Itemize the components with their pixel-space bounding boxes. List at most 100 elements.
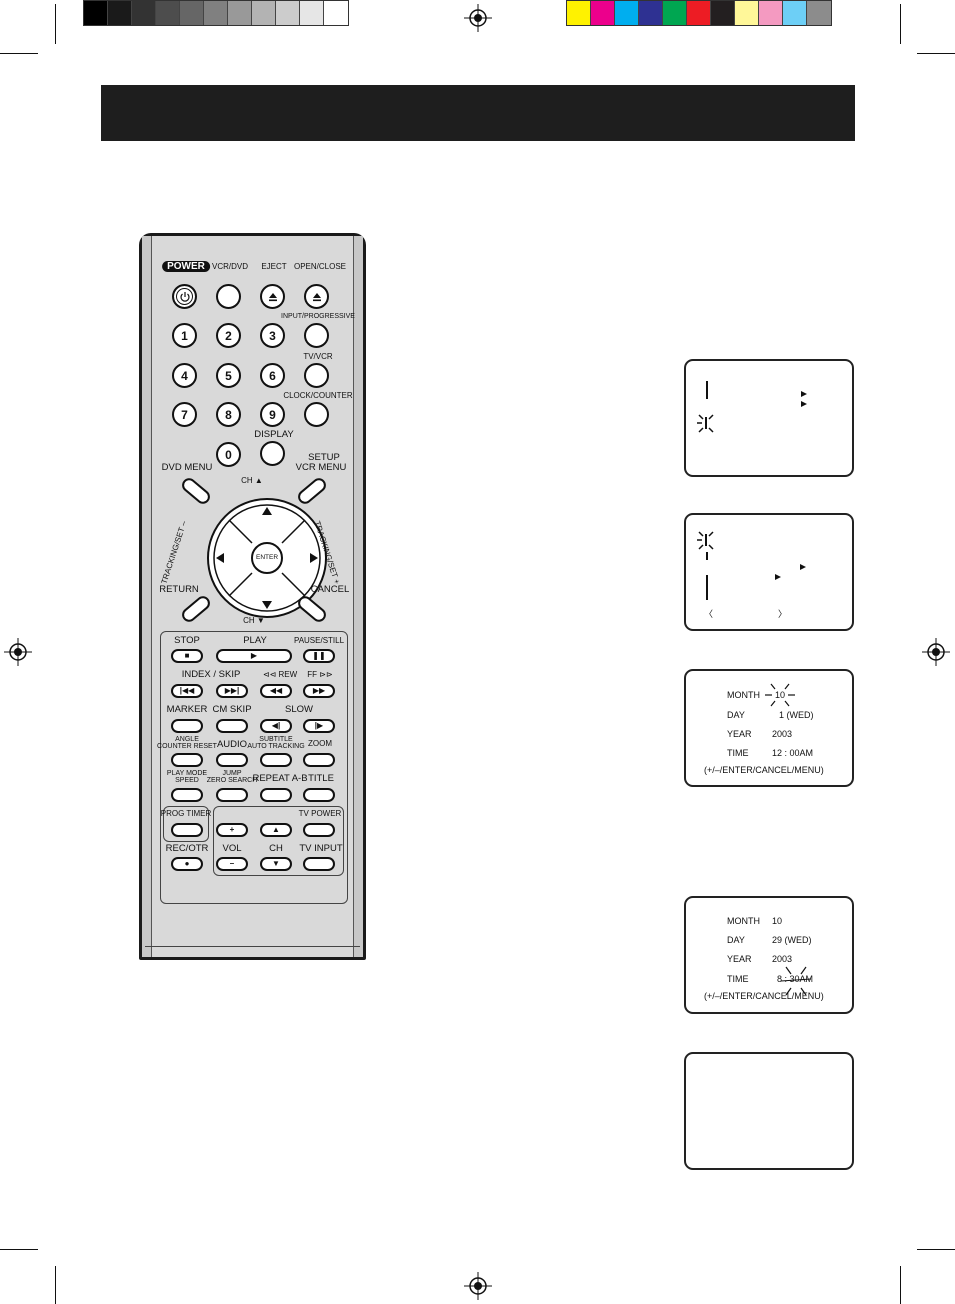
display-label: DISPLAY [254, 429, 294, 440]
tv-input-button[interactable] [303, 857, 335, 871]
dvd-menu-label: DVD MENU [161, 462, 213, 473]
grayscale-color-bar [83, 0, 349, 26]
play-button[interactable]: ▶ [216, 649, 292, 663]
arrow-right-icon [310, 553, 318, 563]
title-button[interactable] [303, 788, 335, 802]
play-mode-speed-button[interactable] [171, 788, 203, 802]
jump-label: JUMP [222, 770, 242, 777]
prog-timer-button[interactable] [171, 823, 203, 837]
cm-skip-button[interactable] [216, 719, 248, 733]
tv-screen-5 [684, 1052, 854, 1170]
power-button[interactable] [172, 284, 197, 309]
skip-back-button[interactable]: |◀◀ [171, 684, 203, 698]
skip-forward-button[interactable]: ▶▶| [216, 684, 248, 698]
auto-tracking-label: AUTO TRACKING [247, 743, 305, 750]
stop-button[interactable]: ■ [171, 649, 203, 663]
remote-bottom-line [145, 946, 360, 947]
month-label: MONTH [727, 916, 760, 926]
cursor-bar [706, 575, 708, 600]
ch-down-button[interactable]: ▼ [260, 857, 292, 871]
digit-4-button[interactable]: 4 [172, 363, 197, 388]
clock-counter-button[interactable] [304, 402, 329, 427]
digit-1-button[interactable]: 1 [172, 323, 197, 348]
tracking-minus-label: TRACKING/SET – [159, 519, 189, 586]
color-swatch [759, 1, 783, 25]
digit-2-button[interactable]: 2 [216, 323, 241, 348]
digit-7-button[interactable]: 7 [172, 402, 197, 427]
display-button[interactable] [260, 441, 285, 466]
play-mode-label: PLAY MODE [166, 770, 208, 777]
day-value: 1 (WED) [779, 710, 814, 720]
subtitle-label: SUBTITLE [259, 736, 293, 743]
slow-forward-button[interactable]: |▶ [303, 719, 335, 733]
digit-3-button[interactable]: 3 [260, 323, 285, 348]
vol-up-button[interactable]: + [216, 823, 248, 837]
vcr-dvd-button[interactable] [216, 284, 241, 309]
month-value: 10 [772, 916, 783, 926]
slow-reverse-button[interactable]: ◀| [260, 719, 292, 733]
color-swatch [180, 1, 204, 25]
vol-down-button[interactable]: – [216, 857, 248, 871]
repeat-ab-button[interactable] [260, 788, 292, 802]
time-label: TIME [727, 748, 749, 758]
prog-timer-section [163, 806, 209, 842]
eject-button[interactable] [260, 284, 285, 309]
repeat-ab-label: REPEAT A-B [252, 773, 308, 784]
fast-forward-button[interactable]: ▶▶ [303, 684, 335, 698]
pause-still-button[interactable]: ❚❚ [303, 649, 335, 663]
tv-power-button[interactable] [303, 823, 335, 837]
stop-label: STOP [174, 635, 200, 646]
day-value: 29 (WED) [772, 935, 812, 945]
rewind-icon: ◀◀ [269, 686, 283, 695]
open-close-button[interactable] [304, 284, 329, 309]
arrow-left-icon [216, 553, 224, 563]
cm-skip-label: CM SKIP [212, 704, 252, 715]
rew-label-text: REW [278, 670, 298, 679]
slow-forward-icon: |▶ [314, 721, 324, 730]
key-hint: (+/–/ENTER/CANCEL/MENU) [704, 765, 824, 775]
registration-mark-icon [464, 4, 492, 32]
zoom-button[interactable] [303, 753, 335, 767]
speed-label: SPEED [175, 777, 199, 784]
slow-label: SLOW [285, 704, 313, 715]
year-value: 2003 [772, 729, 793, 739]
digit-8-button[interactable]: 8 [216, 402, 241, 427]
open-close-label: OPEN/CLOSE [293, 262, 347, 271]
tv-vcr-label: TV/VCR [303, 352, 333, 361]
color-swatch [228, 1, 252, 25]
prog-timer-label: PROG TIMER [160, 809, 212, 818]
year-label: YEAR [727, 729, 752, 739]
color-swatch [252, 1, 276, 25]
zero-search-label: ZERO SEARCH [206, 777, 258, 784]
vcr-dvd-label: VCR/DVD [211, 262, 249, 271]
audio-button[interactable] [216, 753, 248, 767]
ch-up-button[interactable]: ▲ [260, 823, 292, 837]
rew-label: ⊲⊲ REW [262, 670, 298, 679]
jump-zero-search-button[interactable] [216, 788, 248, 802]
angle-counter-reset-button[interactable] [171, 753, 203, 767]
remote-face: POWER VCR/DVD EJECT OPEN/CLOSE 1 2 3 INP… [154, 236, 355, 957]
power-label: POWER [162, 261, 210, 272]
rewind-button[interactable]: ◀◀ [260, 684, 292, 698]
arrow-right-icon [801, 391, 807, 397]
color-swatch [84, 1, 108, 25]
tv-screen-2: 〈 〉 [684, 513, 854, 631]
marker-button[interactable] [171, 719, 203, 733]
color-swatch [783, 1, 807, 25]
tv-power-label: TV POWER [298, 809, 342, 818]
input-progressive-button[interactable] [304, 323, 329, 348]
year-value: 2003 [772, 954, 793, 964]
skip-forward-icon: ▶▶| [224, 686, 240, 695]
rec-otr-button[interactable]: ● [171, 857, 203, 871]
digit-9-button[interactable]: 9 [260, 402, 285, 427]
crop-mark [55, 4, 56, 44]
digit-6-button[interactable]: 6 [260, 363, 285, 388]
marker-label: MARKER [166, 704, 208, 715]
digit-0-button[interactable]: 0 [216, 442, 241, 467]
tv-vcr-button[interactable] [304, 363, 329, 388]
subtitle-auto-tracking-button[interactable] [260, 753, 292, 767]
day-label: DAY [727, 710, 745, 720]
enter-button[interactable]: ENTER [255, 554, 279, 561]
time-label: TIME [727, 974, 749, 984]
digit-5-button[interactable]: 5 [216, 363, 241, 388]
